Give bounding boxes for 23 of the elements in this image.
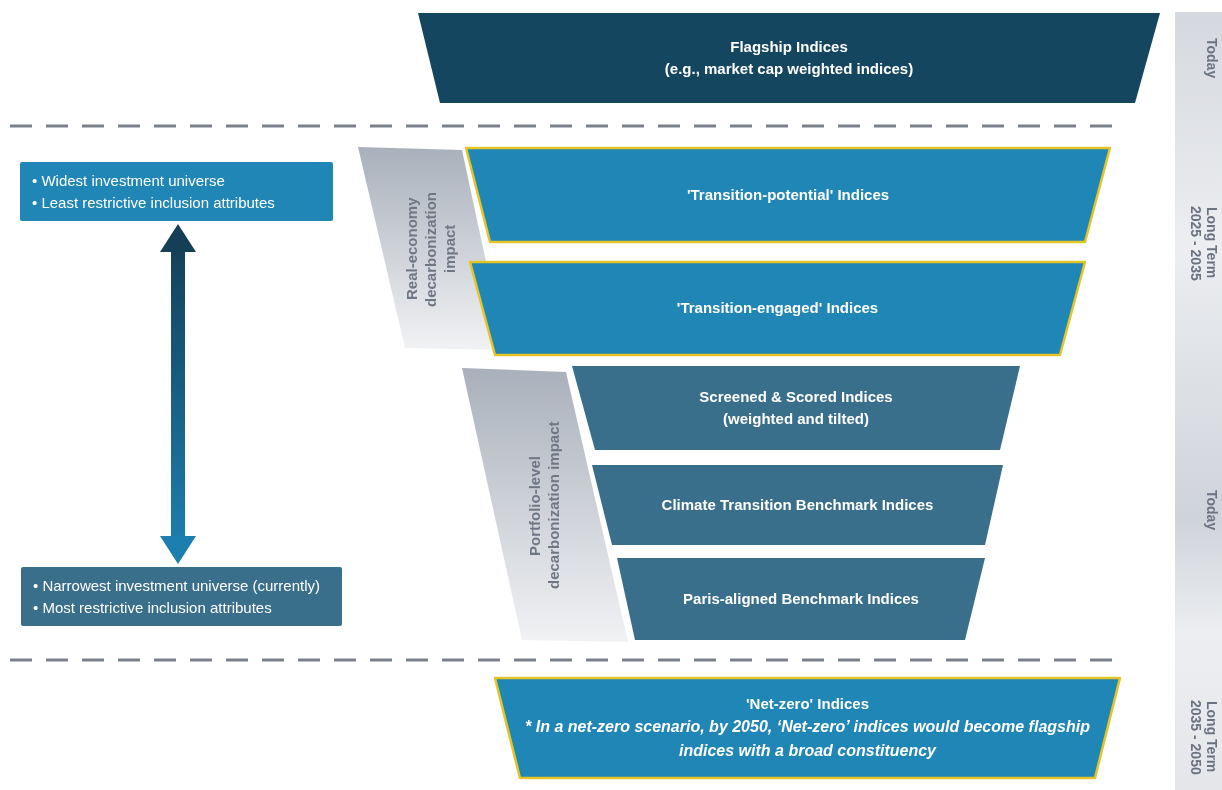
rotated-caption: Real-economy decarbonization impact bbox=[403, 190, 459, 309]
double-arrow bbox=[160, 224, 196, 564]
note-box bbox=[20, 162, 333, 221]
timeline-label: Long Term 2035 - 2050 bbox=[1186, 698, 1220, 777]
bullet-item: • Most restrictive inclusion attributes bbox=[33, 597, 273, 618]
band-title: Paris-aligned Benchmark Indices bbox=[683, 588, 919, 609]
bullet-item: • Least restrictive inclusion attributes bbox=[32, 192, 275, 213]
timeline-label: Long Term 2025 - 2035 bbox=[1186, 204, 1220, 283]
bullet-item: • Narrowest investment universe (currently) bbox=[33, 575, 320, 596]
timeline-label: Today bbox=[1203, 38, 1220, 79]
rotated-caption: Portfolio-level decarbonization impact bbox=[526, 420, 563, 591]
band-title: Flagship Indices bbox=[730, 36, 848, 57]
band-subtitle: (e.g., market cap weighted indices) bbox=[664, 59, 914, 79]
timeline-label: Today bbox=[1203, 490, 1220, 531]
note-box bbox=[21, 567, 342, 626]
band-title: Climate Transition Benchmark Indices bbox=[661, 494, 934, 515]
band-subtitle: * In a net-zero scenario, by 2050, ‘Net-zero’ indices would become flagship indices with a broad constituency bbox=[524, 717, 1091, 762]
band-title: 'Net-zero' Indices bbox=[746, 693, 869, 714]
band-title: 'Transition-potential' Indices bbox=[686, 184, 890, 205]
band-title: 'Transition-engaged' Indices bbox=[676, 298, 879, 319]
bullet-item: • Widest investment universe bbox=[32, 170, 226, 191]
band-subtitle: (weighted and tilted) bbox=[723, 409, 869, 429]
band-title: Screened & Scored Indices bbox=[699, 386, 893, 407]
